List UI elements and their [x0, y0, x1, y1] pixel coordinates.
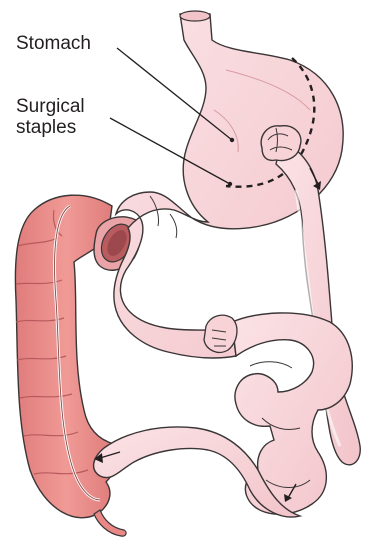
duodenum-fold [170, 214, 177, 238]
surgical-staples-label: Surgical staples [16, 96, 85, 138]
stomach-pointer-dot [230, 138, 234, 142]
pouch-anastomosis [261, 126, 301, 161]
surgical-staples-label-line1: Surgical [16, 96, 85, 117]
jejunojejunostomy [204, 315, 237, 352]
surgical-staples-label-line2: staples [16, 117, 85, 138]
appendix [94, 510, 126, 536]
staples-pointer-dot [228, 182, 232, 186]
stomach-label: Stomach [16, 33, 91, 54]
esophagus-opening [180, 11, 210, 21]
